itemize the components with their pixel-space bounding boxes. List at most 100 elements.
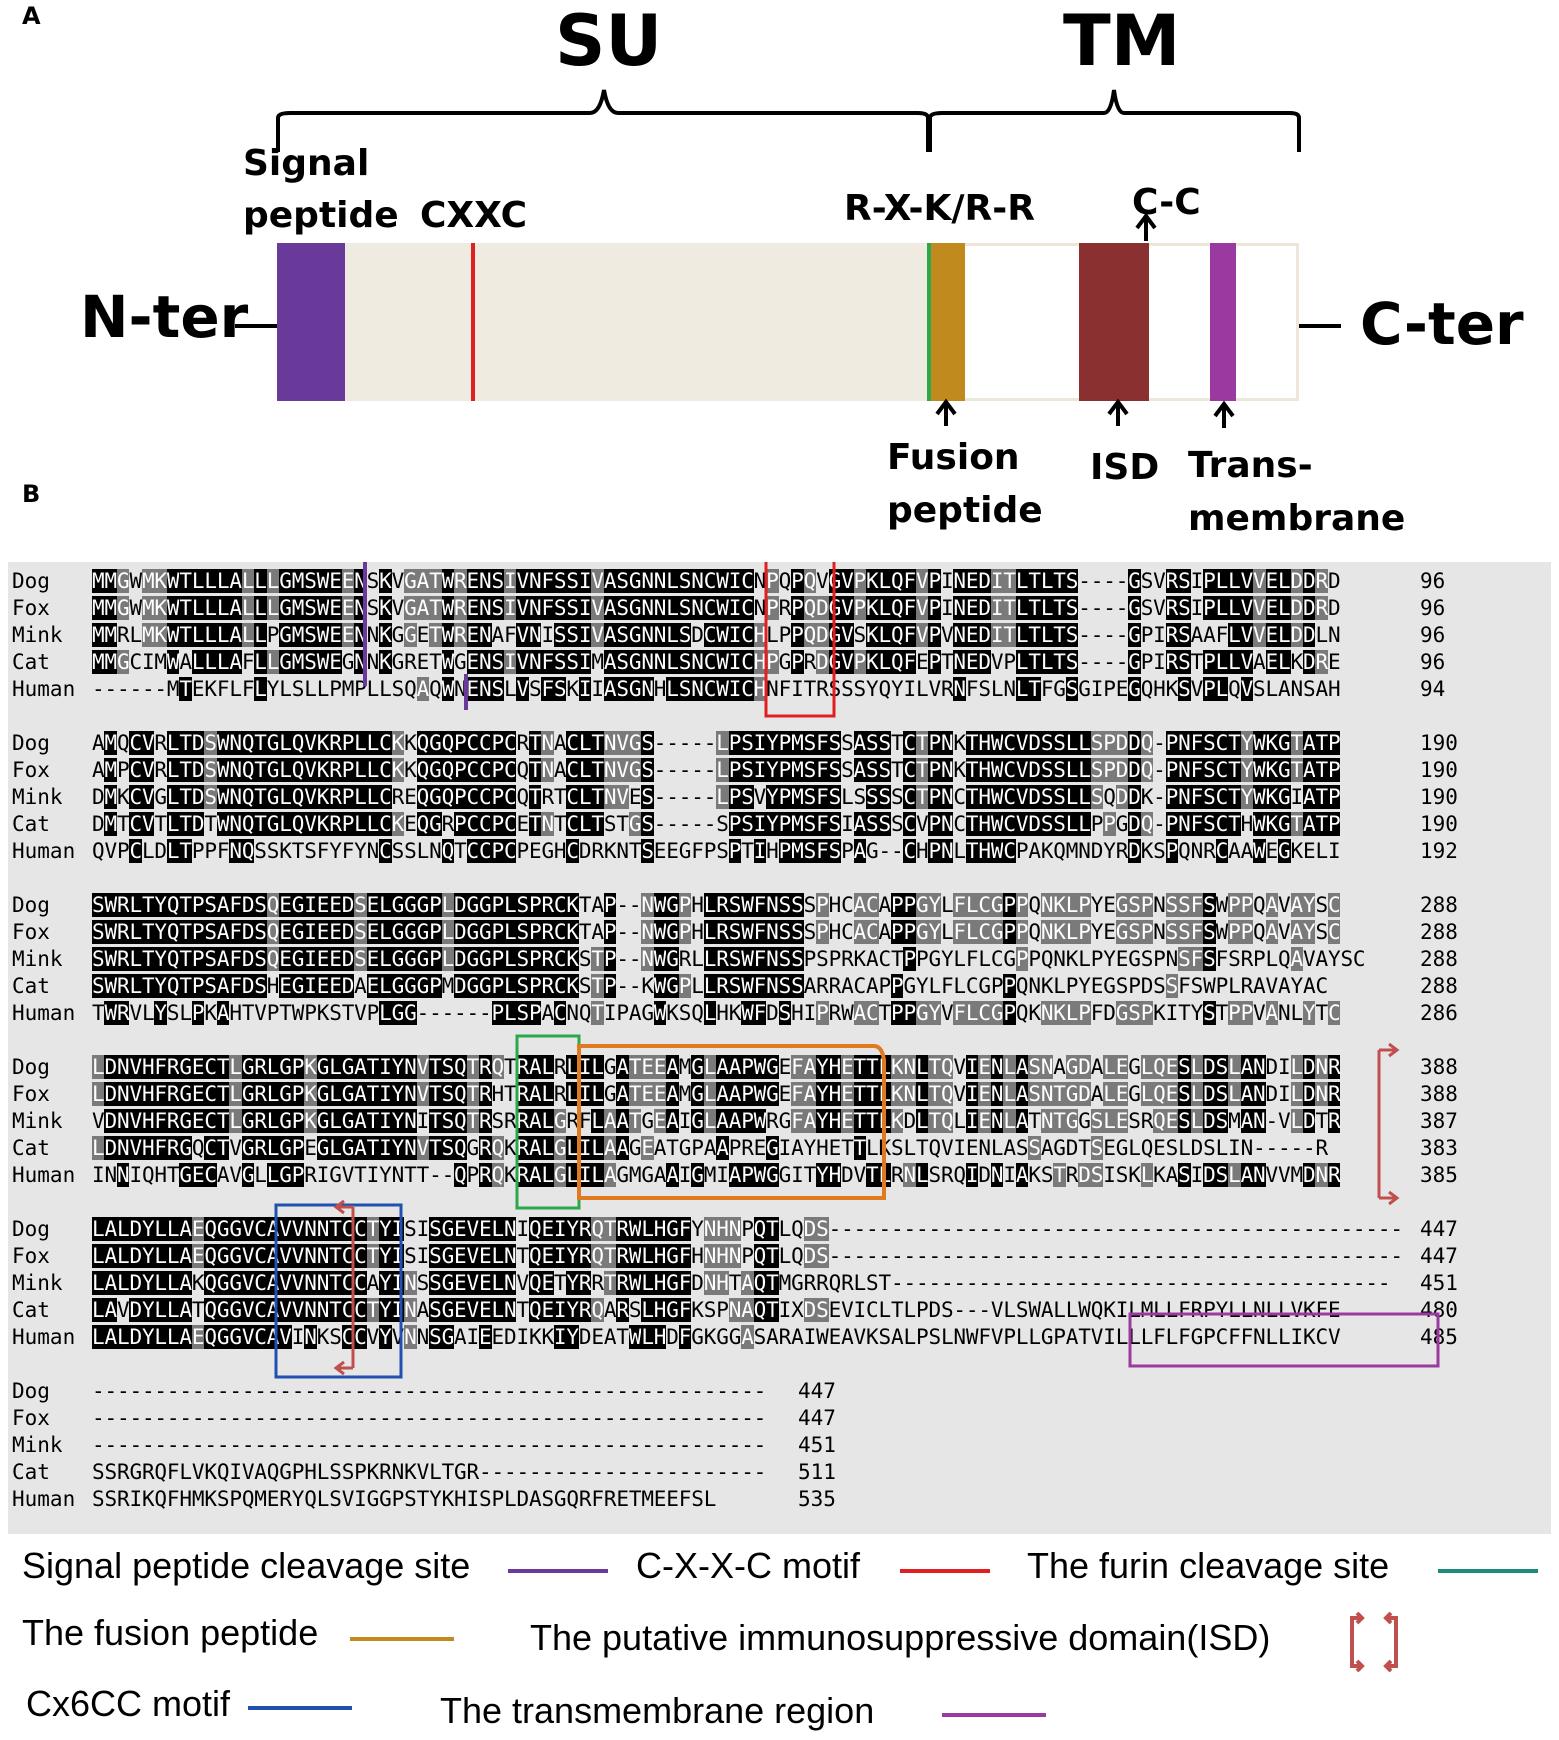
species-label: Mink xyxy=(12,947,63,971)
sequence-text: LDNVHFRGECTLGRLGPKGLGATIYNVTSQTRQTRALRLI… xyxy=(92,1055,1341,1079)
sequence-text: DMKCVGLTDSWNQTGLQVKRPLLCREQGQPCCPCQTRTCL… xyxy=(92,785,1341,809)
sequence-text: MMGCIMWALLLAFLLGMSWEGNNKGREТWGENSIVNFSSI… xyxy=(92,650,1341,674)
sequence-text: MMRLMKWTLLLALLPGMSWEENNKGGETWRENAFVNISSI… xyxy=(92,623,1341,647)
alignment-row: Mink DMKCVGLTDSWNQTGLQVKRPLLCREQGQPCCPCQT… xyxy=(8,784,1551,810)
panel-a-label: A xyxy=(22,2,41,30)
furin-site-marker xyxy=(927,243,931,401)
species-label: Fox xyxy=(12,758,50,782)
su-label: SU xyxy=(555,0,663,82)
nter-label: N-ter xyxy=(80,283,249,351)
residue-count: 288 xyxy=(1420,893,1458,917)
residue-count: 288 xyxy=(1420,974,1458,998)
cx6cc-box xyxy=(274,1203,403,1379)
transmembrane-region xyxy=(1210,243,1236,401)
residue-count: 94 xyxy=(1420,677,1446,701)
legend-furin: The furin cleavage site xyxy=(1027,1545,1390,1586)
species-label: Cat xyxy=(12,1136,50,1160)
sequence-text: LALDYLLAEQGGVCAVVNNTCCTYISISGEVELNTQEIYR… xyxy=(92,1244,1403,1268)
species-label: Human xyxy=(12,1487,76,1511)
legend-furin-swatch xyxy=(1438,1569,1538,1573)
cxxc-marker xyxy=(471,243,475,401)
fusion-arrow xyxy=(935,398,957,426)
sequence-text: SSRIKQFHMKSPQMERYQLSVIGGPSTYKHISPLDASGQR… xyxy=(92,1487,717,1511)
species-label: Cat xyxy=(12,1298,50,1322)
residue-count: 288 xyxy=(1420,920,1458,944)
sequence-text: INNIQHTGECAVGLLGPRIGVTIYNTT--QPRQKRALGLI… xyxy=(92,1163,1341,1187)
alignment-row: Fox LDNVHFRGECTLGRLGPKGLGATIYNVTSQTRHTRAL… xyxy=(8,1081,1551,1107)
legend-isd-swatch xyxy=(1350,1612,1398,1672)
sequence-text: MMGWMKWTLLLALLLGMSWEENSKVGATWRENSIVNFSSI… xyxy=(92,569,1341,593)
sequence-text: SWRLTYQTPSAFDSQEGIEEDSELGGGPLDGGPLSPRCKS… xyxy=(92,947,1366,971)
fusion-peptide-box xyxy=(577,1044,886,1200)
residue-count: 383 xyxy=(1420,1136,1458,1160)
cter-line xyxy=(1299,324,1341,328)
trans-label-1: Trans- xyxy=(1188,445,1313,486)
residue-count: 288 xyxy=(1420,947,1458,971)
cxxc-label: CXXC xyxy=(420,195,528,236)
residue-count: 447 xyxy=(1420,1217,1458,1241)
species-label: Mink xyxy=(12,1433,63,1457)
su-brace xyxy=(276,89,930,152)
cxxc-box xyxy=(764,562,836,718)
alignment-row: Mink------------------------------------… xyxy=(8,1432,1551,1458)
sequence-text: ------MTEKFLFLYLSLLPMPLLSQAQWNENSLVSFSKI… xyxy=(92,677,1341,701)
residue-count: 447 xyxy=(798,1379,836,1403)
species-label: Human xyxy=(12,839,76,863)
sequence-text: MMGWMKWTLLLALLLGMSWEENSKVGATWRENSIVNFSSI… xyxy=(92,596,1341,620)
residue-count: 96 xyxy=(1420,650,1446,674)
residue-count: 535 xyxy=(798,1487,836,1511)
alignment-row: Human ------MTEKFLFLYLSLLPMPLLSQAQWNENSLV… xyxy=(8,676,1551,702)
fusion-peptide-region xyxy=(931,243,965,401)
isd-arrow xyxy=(1107,398,1129,426)
residue-count: 190 xyxy=(1420,758,1458,782)
residue-count: 387 xyxy=(1420,1109,1458,1133)
isd-bracket-2 xyxy=(333,1199,355,1376)
species-label: Human xyxy=(12,1001,76,1025)
sequence-text: SWRLTYQTPSAFDSHEGIEEDAELGGGPMDGGPLSPRCKS… xyxy=(92,974,1328,998)
alignment-row: Dog-------------------------------------… xyxy=(8,1378,1551,1404)
residue-count: 190 xyxy=(1420,812,1458,836)
cc-arrow xyxy=(1135,212,1157,241)
sequence-text: LALDYLLAEQGGVCAVINKSCCVYVNNSGAIEEDIKKIYD… xyxy=(92,1325,1341,1349)
tm-arrow xyxy=(1213,400,1235,428)
sequence-text: SSRGRQFLVKQIVAQGPHLSSPKRNKVLTGR---------… xyxy=(92,1460,767,1484)
sequence-text: ----------------------------------------… xyxy=(92,1379,767,1403)
species-label: Dog xyxy=(12,893,50,917)
species-label: Human xyxy=(12,677,76,701)
trans-label-2: membrane xyxy=(1188,498,1406,539)
species-label: Human xyxy=(12,1163,76,1187)
sequence-text: LDNVHFRGECTLGRLGPKGLGATIYNVTSQTRHTRALRLI… xyxy=(92,1082,1341,1106)
species-label: Fox xyxy=(12,1082,50,1106)
alignment-row: Fox LALDYLLAEQGGVCAVVNNTCCTYISISGEVELNTQE… xyxy=(8,1243,1551,1269)
domain-braces xyxy=(276,89,1301,152)
sequence-text: LAVDYLLATQGGVCAVVNNTCCTYINASGEVELNTQEIYR… xyxy=(92,1298,1341,1322)
alignment-row: Fox-------------------------------------… xyxy=(8,1405,1551,1431)
species-label: Mink xyxy=(12,785,63,809)
legend-isd: The putative immunosuppressive domain(IS… xyxy=(530,1617,1271,1658)
residue-count: 388 xyxy=(1420,1082,1458,1106)
species-label: Mink xyxy=(12,1109,63,1133)
signal-peptide-region xyxy=(277,243,345,401)
panel-a-arrows xyxy=(935,212,1235,428)
panel-b-label: B xyxy=(22,480,41,508)
alignment-row: Human INNIQHTGECAVGLLGPRIGVTIYNTT--QPRQKR… xyxy=(8,1162,1551,1188)
sequence-text: AMQCVRLTDSWNQTGLQVKRPLLCKKQGQPCCPCRTNACL… xyxy=(92,731,1341,755)
species-label: Cat xyxy=(12,650,50,674)
sequence-text: DMTCVTLTDTWNQTGLQVKRPLLCKEQGRPCCPCETNTCL… xyxy=(92,812,1341,836)
alignment-row: Cat MMGCIMWALLLAFLLGMSWEGNNKGREТWGENSIVNF… xyxy=(8,649,1551,675)
sequence-text: SWRLTYQTPSAFDSQEGIEEDSELGGGPLDGGPLSPRCKT… xyxy=(92,893,1341,917)
species-label: Fox xyxy=(12,1244,50,1268)
sequence-text: AMPCVRLTDSWNQTGLQVKRPLLCKKQGQPCCPCQTNACL… xyxy=(92,758,1341,782)
sequence-text: LALDYLLAEQGGVCAVVNNTCCTYISISGEVELNIQEIYR… xyxy=(92,1217,1403,1241)
